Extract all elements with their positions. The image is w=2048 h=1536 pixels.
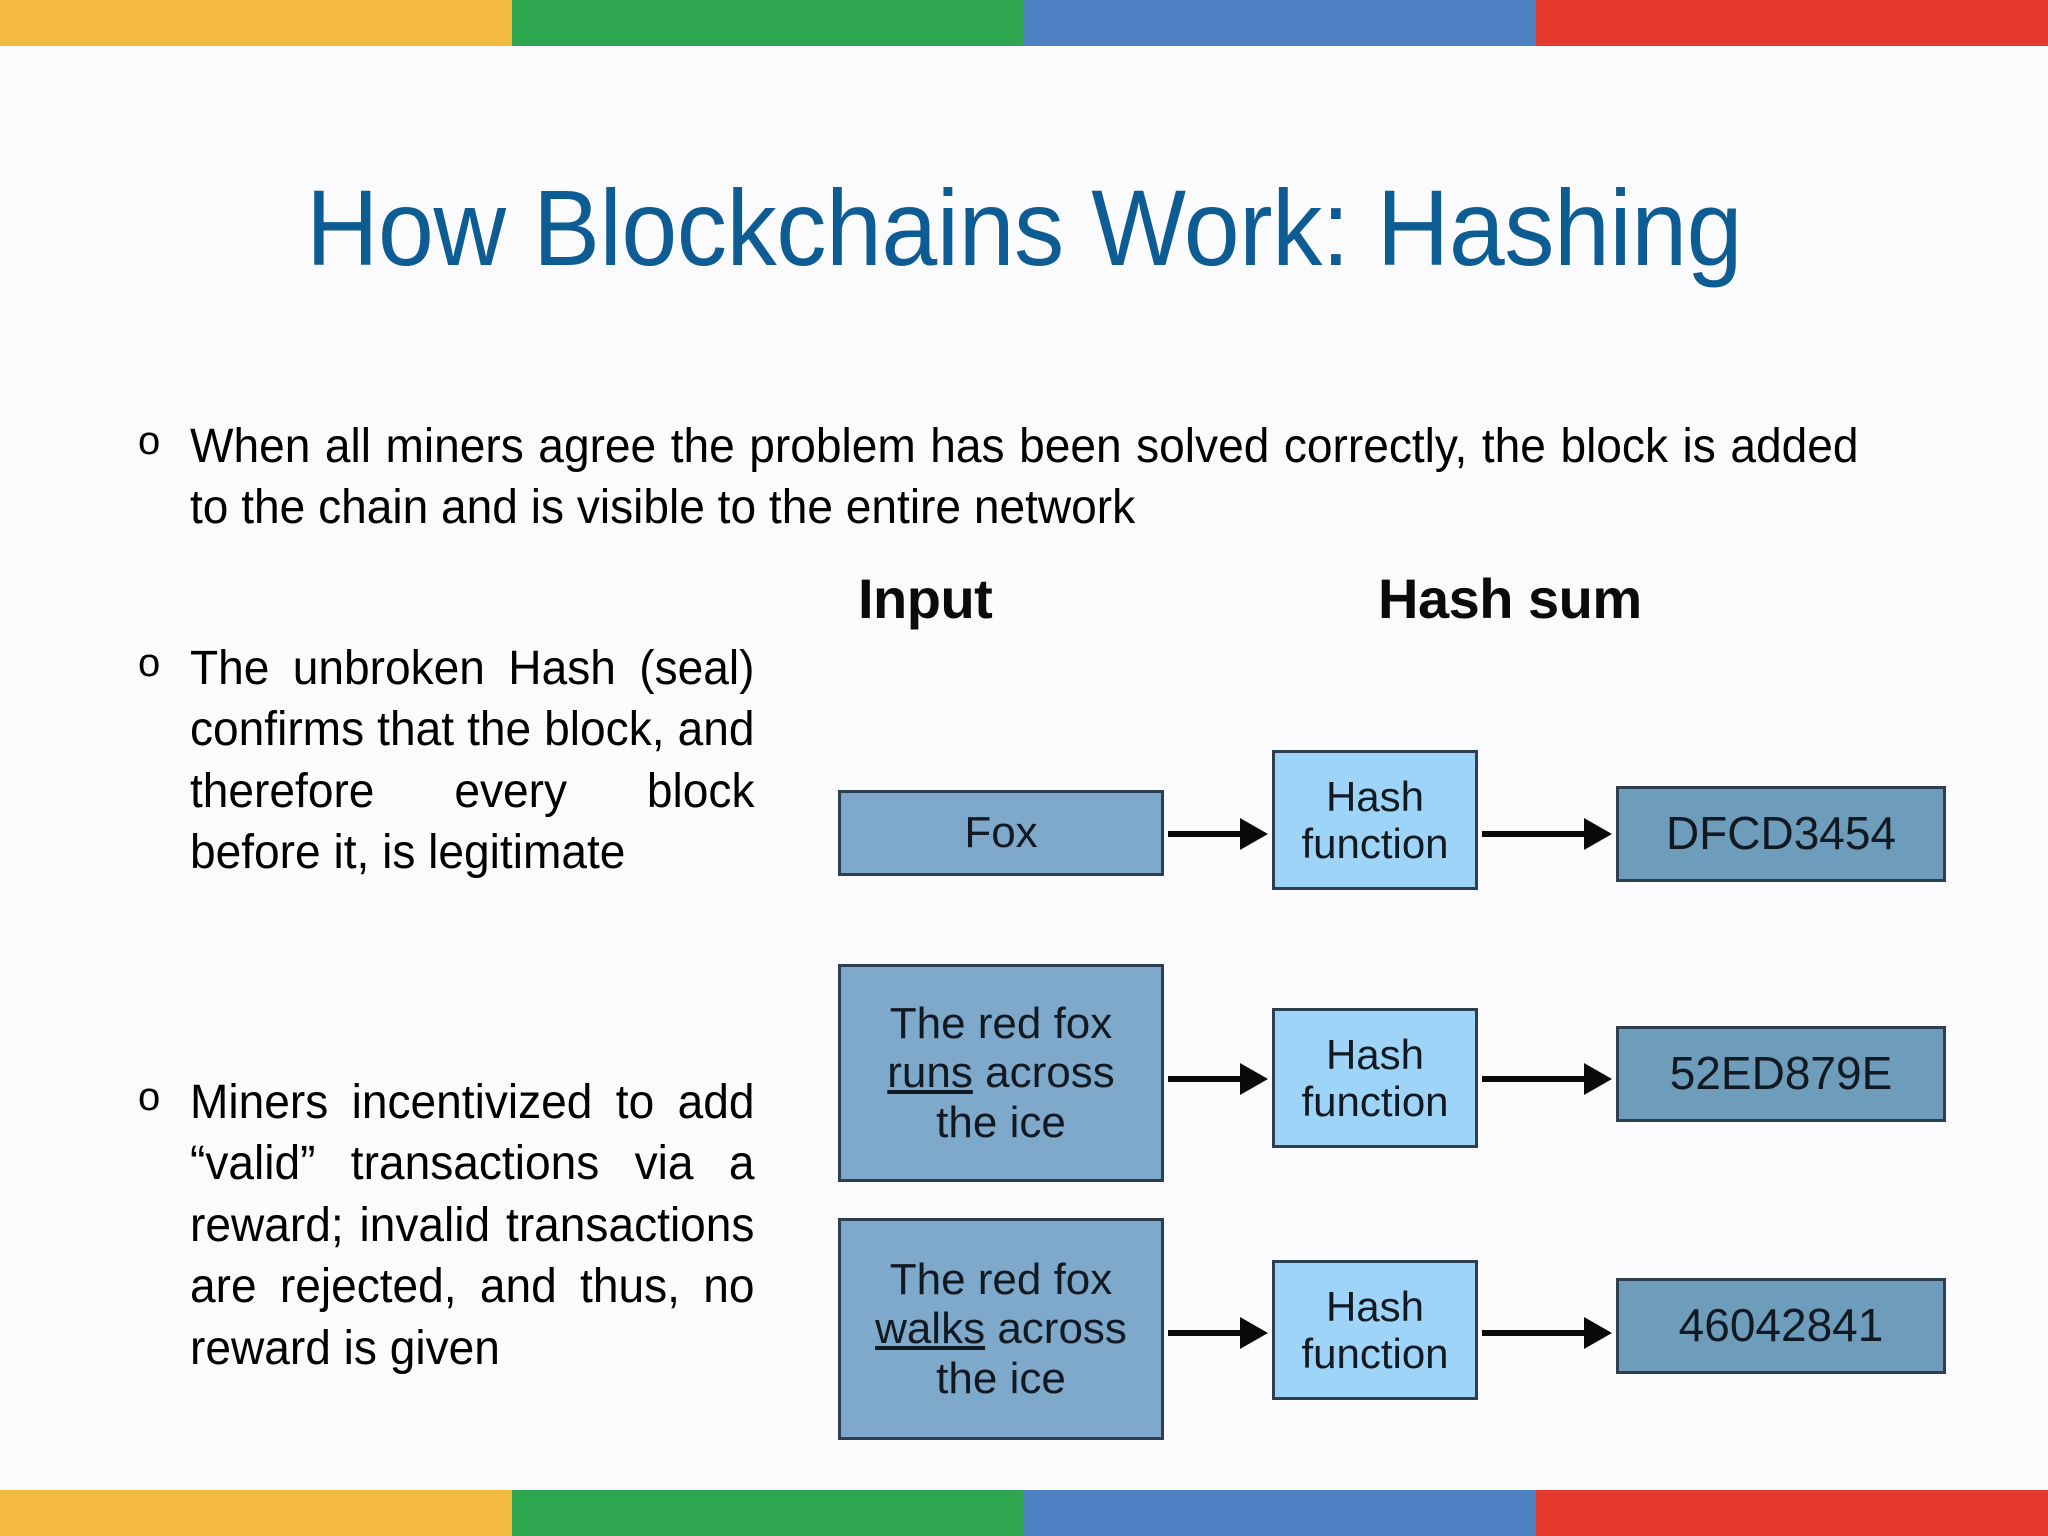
diagram-row: Fox Hash function DFCD3454 xyxy=(838,738,2018,928)
accent-segment-red xyxy=(1536,0,2048,46)
bullet-item: o Miners incentivized to add “valid” tra… xyxy=(138,1072,778,1379)
bullet-text: The unbroken Hash (seal) confirms that t… xyxy=(190,642,755,880)
input-box-line: the ice xyxy=(936,1353,1066,1403)
arrow-input-to-function-icon xyxy=(1168,1063,1268,1095)
bullet-marker-icon: o xyxy=(138,1075,161,1119)
input-box-line: runs across xyxy=(887,1048,1115,1098)
input-box-line: Fox xyxy=(964,808,1038,858)
bullet-item: o The unbroken Hash (seal) confirms that… xyxy=(138,638,778,884)
accent-segment-blue xyxy=(1024,0,1536,46)
accent-segment-yellow xyxy=(0,1490,512,1536)
bullet-text: Miners incentivized to add “valid” trans… xyxy=(190,1076,755,1375)
accent-segment-blue xyxy=(1024,1490,1536,1536)
bullet-text: When all miners agree the problem has be… xyxy=(190,420,1859,535)
underlined-word: runs xyxy=(887,1048,973,1098)
bullet-marker-icon: o xyxy=(138,641,161,685)
arrow-input-to-function-icon xyxy=(1168,818,1268,850)
bottom-accent-bar xyxy=(0,1490,2048,1536)
accent-segment-yellow xyxy=(0,0,512,46)
bullet-item: o When all miners agree the problem has … xyxy=(138,416,1928,539)
accent-segment-green xyxy=(512,1490,1024,1536)
top-accent-bar xyxy=(0,0,2048,46)
input-box: Fox xyxy=(838,790,1164,876)
input-box-line: The red fox xyxy=(889,999,1113,1049)
hashing-diagram: Input Hash sum Fox Hash function DFCD345… xyxy=(838,566,2018,1446)
arrow-function-to-hash-icon xyxy=(1482,818,1612,850)
accent-segment-red xyxy=(1536,1490,2048,1536)
hash-function-box: Hash function xyxy=(1272,1260,1478,1400)
slide-body: How Blockchains Work: Hashing o When all… xyxy=(0,46,2048,1490)
accent-segment-green xyxy=(512,0,1024,46)
input-box-line: the ice xyxy=(936,1097,1066,1147)
bullet-marker-icon: o xyxy=(138,419,161,463)
arrow-input-to-function-icon xyxy=(1168,1317,1268,1349)
arrow-function-to-hash-icon xyxy=(1482,1317,1612,1349)
underlined-word: walks xyxy=(875,1304,986,1354)
hash-function-box: Hash function xyxy=(1272,750,1478,890)
input-box-line: walks across xyxy=(875,1304,1127,1354)
diagram-header-hash-sum: Hash sum xyxy=(1378,567,1642,630)
hash-function-box: Hash function xyxy=(1272,1008,1478,1148)
hash-sum-box: DFCD3454 xyxy=(1616,786,1946,882)
arrow-function-to-hash-icon xyxy=(1482,1063,1612,1095)
page-title: How Blockchains Work: Hashing xyxy=(305,167,1743,288)
hash-sum-box: 46042841 xyxy=(1616,1278,1946,1374)
hash-sum-box: 52ED879E xyxy=(1616,1026,1946,1122)
input-box-line: The red fox xyxy=(889,1255,1113,1305)
diagram-header-input: Input xyxy=(858,567,993,630)
